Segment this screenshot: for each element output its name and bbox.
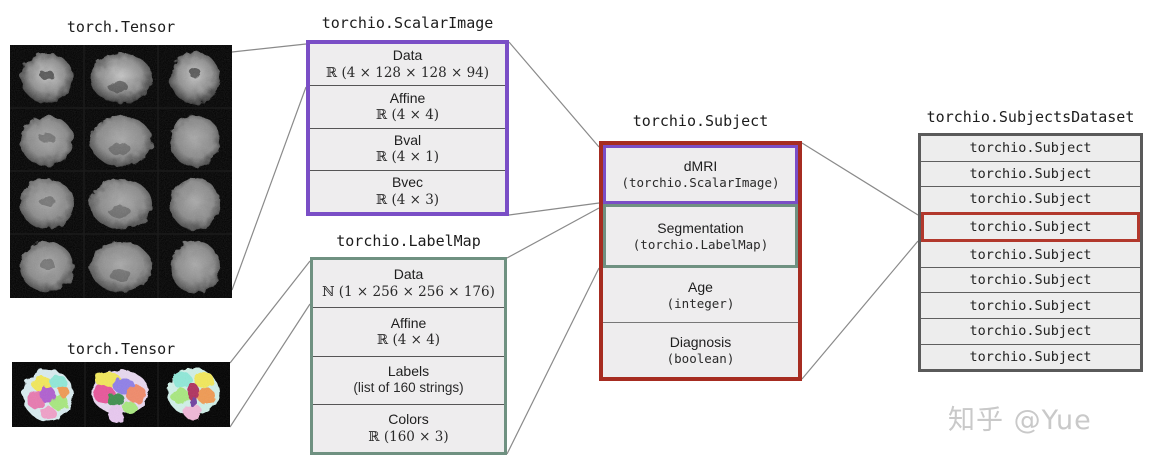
dataset-row: torchio.Subject — [921, 242, 1140, 267]
cell-detail: ℝ (4 × 3) — [375, 191, 440, 208]
cell-detail: (boolean) — [666, 350, 735, 366]
scalar-cell-bval: Bval ℝ (4 × 1) — [310, 127, 505, 170]
scalar-image-title: torchio.ScalarImage — [321, 14, 494, 32]
subject-box: dMRI (torchio.ScalarImage) Segmentation … — [599, 141, 802, 381]
labelmap-cell-colors: Colors ℝ (160 × 3) — [313, 403, 504, 452]
subject-cell-dmri: dMRI (torchio.ScalarImage) — [603, 145, 798, 204]
cell-label: Diagnosis — [669, 333, 732, 350]
cell-detail: ℝ (4 × 4) — [376, 332, 441, 349]
cell-label: Labels — [387, 362, 430, 379]
watermark: 知乎 @Yue — [948, 405, 1092, 436]
cell-detail: ℝ (160 × 3) — [368, 428, 449, 445]
mri-grid-image — [10, 45, 232, 298]
labelmap-cell-data: Data ℕ (1 × 256 × 256 × 176) — [313, 260, 504, 308]
subject-cell-diagnosis: Diagnosis (boolean) — [603, 322, 798, 377]
cell-detail: (torchio.ScalarImage) — [621, 175, 780, 191]
subject-cell-segmentation: Segmentation (torchio.LabelMap) — [603, 204, 798, 268]
cell-detail: ℝ (4 × 4) — [375, 107, 440, 124]
cell-label: Age — [688, 278, 713, 295]
dataset-row: torchio.Subject — [921, 266, 1140, 293]
labelmap-cell-affine: Affine ℝ (4 × 4) — [313, 307, 504, 356]
labelmap-cell-labels: Labels (list of 160 strings) — [313, 355, 504, 404]
cell-label: Data — [393, 266, 424, 283]
scalar-cell-data: Data ℝ (4 × 128 × 128 × 94) — [310, 44, 505, 86]
dataset-row: torchio.Subject — [921, 160, 1140, 187]
cell-label: Affine — [390, 314, 427, 331]
dataset-row-highlighted: torchio.Subject — [921, 211, 1140, 243]
segmentation-strip-image — [12, 362, 230, 427]
subjects-dataset-box: torchio.Subject torchio.Subject torchio.… — [918, 133, 1143, 372]
dataset-row: torchio.Subject — [921, 136, 1140, 161]
cell-detail: ℕ (1 × 256 × 256 × 176) — [322, 283, 495, 300]
label-map-box: Data ℕ (1 × 256 × 256 × 176) Affine ℝ (4… — [310, 257, 507, 455]
scalar-cell-bvec: Bvec ℝ (4 × 3) — [310, 169, 505, 212]
dataset-row: torchio.Subject — [921, 317, 1140, 344]
cell-label: Data — [392, 47, 423, 64]
subjects-dataset-title: torchio.SubjectsDataset — [926, 108, 1135, 126]
dataset-row: torchio.Subject — [921, 343, 1140, 370]
tensor-top-title: torch.Tensor — [66, 18, 176, 36]
cell-label: Affine — [389, 89, 426, 106]
scalar-cell-affine: Affine ℝ (4 × 4) — [310, 85, 505, 128]
cell-detail: ℝ (4 × 1) — [375, 149, 440, 166]
dataset-row: torchio.Subject — [921, 186, 1140, 212]
cell-detail: ℝ (4 × 128 × 128 × 94) — [325, 64, 490, 81]
cell-label: Bvec — [391, 174, 424, 191]
subject-title: torchio.Subject — [632, 112, 769, 130]
tensor-bottom-title: torch.Tensor — [66, 340, 176, 358]
cell-label: Segmentation — [657, 219, 744, 236]
subject-cell-age: Age (integer) — [603, 268, 798, 322]
cell-detail: (list of 160 strings) — [353, 380, 464, 396]
cell-label: Bval — [393, 131, 422, 148]
scalar-image-box: Data ℝ (4 × 128 × 128 × 94) Affine ℝ (4 … — [306, 40, 509, 216]
cell-label: dMRI — [683, 158, 718, 175]
cell-detail: (torchio.LabelMap) — [632, 236, 769, 252]
dataset-row: torchio.Subject — [921, 292, 1140, 318]
label-map-title: torchio.LabelMap — [336, 232, 481, 250]
cell-label: Colors — [388, 411, 429, 428]
cell-detail: (integer) — [666, 295, 735, 311]
